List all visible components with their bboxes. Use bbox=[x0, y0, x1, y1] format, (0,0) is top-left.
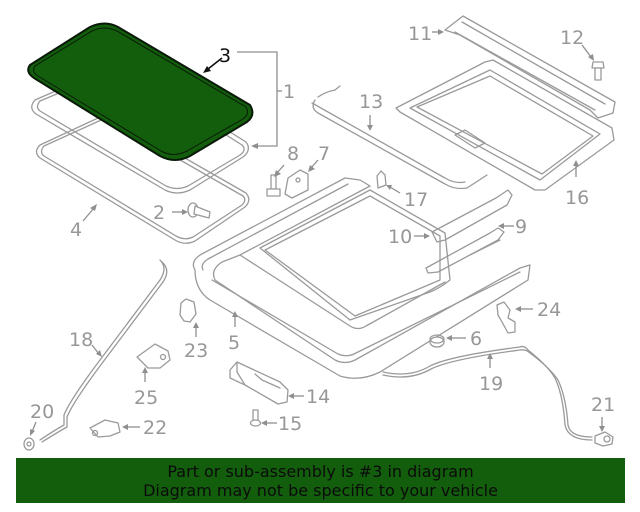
part-16-sunshade[interactable] bbox=[395, 59, 615, 191]
callout-6[interactable]: 6 bbox=[470, 328, 482, 350]
part-11-wind-deflector[interactable] bbox=[444, 15, 616, 119]
part-5-sunroof-frame[interactable] bbox=[192, 177, 531, 379]
callout-19[interactable]: 19 bbox=[479, 373, 503, 395]
part-25-bracket[interactable] bbox=[136, 343, 171, 369]
part-7-bracket[interactable] bbox=[284, 169, 309, 199]
part-22-clip[interactable] bbox=[89, 419, 121, 438]
callout-16[interactable]: 16 bbox=[565, 187, 589, 209]
part-2-screw[interactable] bbox=[187, 202, 211, 219]
part-20-grommet[interactable] bbox=[23, 437, 35, 451]
part-23-clip[interactable] bbox=[179, 298, 197, 323]
callout-3[interactable]: 3 bbox=[219, 45, 231, 67]
callout-4[interactable]: 4 bbox=[70, 219, 82, 241]
banner-line-part-number: Part or sub-assembly is #3 in diagram bbox=[167, 461, 474, 481]
callout-13[interactable]: 13 bbox=[359, 91, 383, 113]
banner-line-disclaimer: Diagram may not be specific to your vehi… bbox=[143, 480, 498, 500]
part-8-bolt[interactable] bbox=[266, 174, 281, 197]
callout-24[interactable]: 24 bbox=[537, 299, 561, 321]
callout-17[interactable]: 17 bbox=[404, 189, 428, 211]
callout-11[interactable]: 11 bbox=[408, 23, 432, 45]
callout-22[interactable]: 22 bbox=[143, 417, 167, 439]
callout-10[interactable]: 10 bbox=[388, 226, 412, 248]
callout-bracket-1-3 bbox=[203, 51, 282, 149]
part-12-bolt[interactable] bbox=[591, 61, 605, 81]
parts-diagram: 3 1 2 4 8 7 11 12 bbox=[23, 15, 616, 451]
callout-7[interactable]: 7 bbox=[318, 143, 330, 165]
callout-14[interactable]: 14 bbox=[306, 386, 330, 408]
part-9-guide-rail[interactable] bbox=[425, 227, 505, 274]
part-15-screw[interactable] bbox=[249, 409, 262, 427]
callout-25[interactable]: 25 bbox=[134, 387, 158, 409]
callout-21[interactable]: 21 bbox=[591, 394, 615, 416]
callout-2[interactable]: 2 bbox=[153, 202, 165, 224]
part-18-drain-hose[interactable] bbox=[39, 259, 168, 443]
callout-20[interactable]: 20 bbox=[30, 401, 54, 423]
callout-1[interactable]: 1 bbox=[283, 81, 295, 103]
callout-18[interactable]: 18 bbox=[69, 329, 93, 351]
part-14-motor[interactable] bbox=[229, 361, 289, 405]
part-17-clip[interactable] bbox=[376, 170, 387, 189]
callout-12[interactable]: 12 bbox=[560, 27, 584, 49]
info-banner: Part or sub-assembly is #3 in diagram Di… bbox=[16, 458, 625, 503]
callout-15[interactable]: 15 bbox=[278, 413, 302, 435]
part-13-deflector[interactable] bbox=[311, 85, 488, 190]
callout-5[interactable]: 5 bbox=[228, 332, 240, 354]
part-24-bracket[interactable] bbox=[496, 301, 516, 334]
part-3-glass-panel[interactable] bbox=[27, 22, 254, 161]
part-19-drain-hose[interactable] bbox=[382, 345, 593, 441]
part-21-connector[interactable] bbox=[594, 431, 614, 447]
callout-9[interactable]: 9 bbox=[515, 216, 527, 238]
part-6-grommet[interactable] bbox=[429, 334, 445, 348]
callout-23[interactable]: 23 bbox=[184, 340, 208, 362]
callout-8[interactable]: 8 bbox=[287, 143, 299, 165]
